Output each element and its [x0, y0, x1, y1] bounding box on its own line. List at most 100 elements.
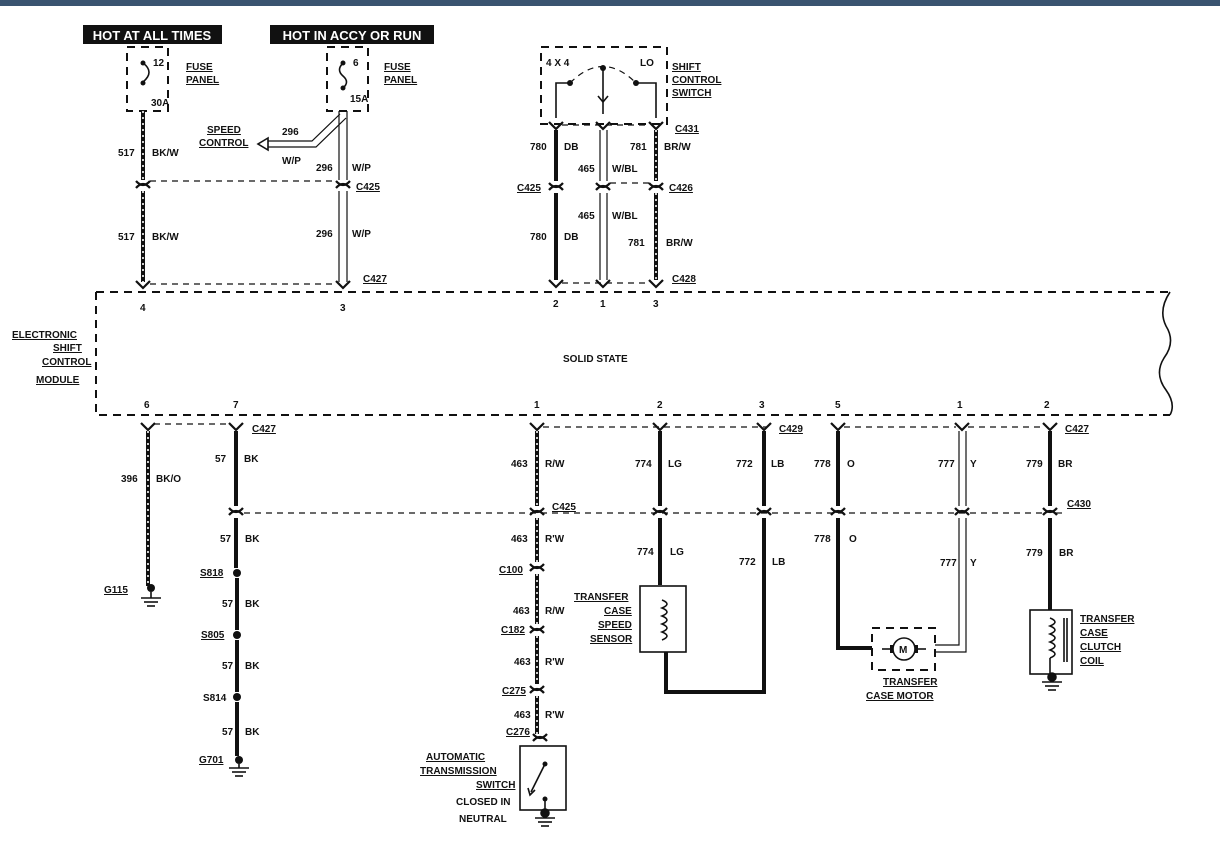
speed-control-circuit: 296	[282, 127, 299, 138]
wire-57-color-5: BK	[245, 727, 260, 738]
module-bottom-pin-3: 3	[759, 400, 765, 411]
wire-774-number-2: 774	[637, 547, 654, 558]
tcc-label-3: CLUTCH	[1080, 642, 1121, 653]
module-solid-state: SOLID STATE	[563, 354, 628, 365]
speed-control-color: W/P	[282, 156, 301, 167]
shift-switch-label-2: CONTROL	[672, 75, 721, 86]
ground-g115-label: G115	[104, 585, 128, 596]
wire-463-number-2: 463	[511, 534, 528, 545]
connector-c425-label-top-left: C425	[356, 182, 380, 193]
fuse-right-label-1: FUSE	[384, 62, 411, 73]
wire-57-number-1: 57	[215, 454, 227, 465]
wire-57-color-4: BK	[245, 661, 260, 672]
wire-777-color-2: Y	[970, 558, 977, 569]
clutch-coil-icon	[1047, 617, 1056, 659]
splice-s805-label: S805	[201, 630, 225, 641]
transfer-case-motor-box	[871, 627, 936, 671]
wire-57-number-5: 57	[222, 727, 234, 738]
splice-s814-icon	[233, 693, 241, 701]
wire-396-number: 396	[121, 474, 138, 485]
wire-57-number-2: 57	[220, 534, 232, 545]
wire-463-number-3: 463	[513, 606, 530, 617]
shift-control-switch-box	[540, 46, 668, 125]
window-top-bar	[0, 0, 1220, 6]
wire-57-color-3: BK	[245, 599, 260, 610]
connector-c425-label-switch: C425	[517, 183, 541, 194]
fuse-6-rating: 15A	[350, 94, 368, 105]
wire-463-color-1: R/W	[545, 459, 565, 470]
transmission-switch-blade	[530, 763, 546, 793]
hot-accy-run-header	[270, 25, 434, 44]
wire-778-number-1: 778	[814, 459, 831, 470]
wire-517-number-lower: 517	[118, 232, 135, 243]
ground-g701-label: G701	[199, 755, 224, 766]
connector-c431-label: C431	[675, 124, 699, 135]
connector-c275-label: C275	[502, 686, 526, 697]
hot-at-all-times-header	[83, 25, 222, 44]
wire-57-color-2: BK	[245, 534, 260, 545]
connector-c275-icon	[528, 684, 546, 695]
module-bottom-pin-2b: 2	[1044, 400, 1050, 411]
ground-g701-icon	[229, 764, 249, 777]
tcc-label-2: CASE	[1080, 628, 1108, 639]
module-bottom-pin-7: 7	[233, 400, 239, 411]
fuse-6-box	[326, 46, 369, 112]
wire-772-number-2: 772	[739, 557, 756, 568]
connector-c276-label: C276	[506, 727, 530, 738]
wire-780-color-lower: DB	[564, 232, 578, 243]
wire-396-color: BK/O	[156, 474, 181, 485]
connector-c428-label: C428	[672, 274, 696, 285]
ats-label-3: SWITCH	[476, 780, 515, 791]
tcm-label-1: TRANSFER	[883, 677, 938, 688]
wire-778-color-1: O	[847, 459, 855, 470]
clutch-coil-ground-icon	[1042, 672, 1062, 691]
wire-779-color-2: BR	[1059, 548, 1074, 559]
wire-779-color-1: BR	[1058, 459, 1073, 470]
transfer-case-speed-sensor-box	[639, 585, 687, 653]
wire-781-number-lower: 781	[628, 238, 645, 249]
connector-c100-icon	[528, 562, 546, 573]
fuse-6-number: 6	[353, 58, 359, 69]
module-label-4: MODULE	[36, 375, 80, 386]
wire-463-color-3: R/W	[545, 606, 565, 617]
connector-c427-label-bottom-left: C427	[252, 424, 276, 435]
module-bottom-pin-2: 2	[657, 400, 663, 411]
wire-780-color-upper: DB	[564, 142, 578, 153]
module-top-pin-4: 4	[140, 303, 146, 314]
fuse-12-number: 12	[153, 58, 165, 69]
splice-s818-icon	[233, 569, 241, 577]
module-box	[95, 291, 1170, 416]
hot-accy-run-text: HOT IN ACCY OR RUN	[283, 28, 422, 43]
wire-779-number-1: 779	[1026, 459, 1043, 470]
wire-517-number-upper: 517	[118, 148, 135, 159]
module-bottom-pin-1b: 1	[957, 400, 963, 411]
wire-57-number-4: 57	[222, 661, 234, 672]
wire-296-color-upper: W/P	[352, 163, 371, 174]
wire-774-color-1: LG	[668, 459, 682, 470]
wire-296-speed-branch	[268, 113, 341, 142]
module-bottom-pin-1: 1	[534, 400, 540, 411]
wire-772-color-1: LB	[771, 459, 784, 470]
wire-781-color-upper: BR/W	[664, 142, 691, 153]
wire-774-color-2: LG	[670, 547, 684, 558]
wiring-diagram: HOT AT ALL TIMES HOT IN ACCY OR RUN 12 3…	[12, 25, 1174, 827]
wire-296-number-lower: 296	[316, 229, 333, 240]
connector-c427-label-bottom-right: C427	[1065, 424, 1089, 435]
fuse-left-label-1: FUSE	[186, 62, 213, 73]
module-top-pin-1: 1	[600, 299, 606, 310]
fuse-12-box	[126, 46, 169, 112]
wire-463-color-5: R'W	[545, 710, 565, 721]
wire-781-color-lower: BR/W	[666, 238, 693, 249]
wire-463-number-5: 463	[514, 710, 531, 721]
connector-c429-label: C429	[779, 424, 803, 435]
connector-c182-label: C182	[501, 625, 525, 636]
module-top-pin-3b: 3	[653, 299, 659, 310]
splice-s814-label: S814	[203, 693, 227, 704]
wire-778-color-2: O	[849, 534, 857, 545]
module-break-edge	[1158, 291, 1174, 416]
connector-c427-label-top: C427	[363, 274, 387, 285]
wire-57-color-1: BK	[244, 454, 259, 465]
ats-label-1: AUTOMATIC	[426, 752, 485, 763]
wire-777-number-2: 777	[940, 558, 957, 569]
tcs-label-1: TRANSFER	[574, 592, 629, 603]
